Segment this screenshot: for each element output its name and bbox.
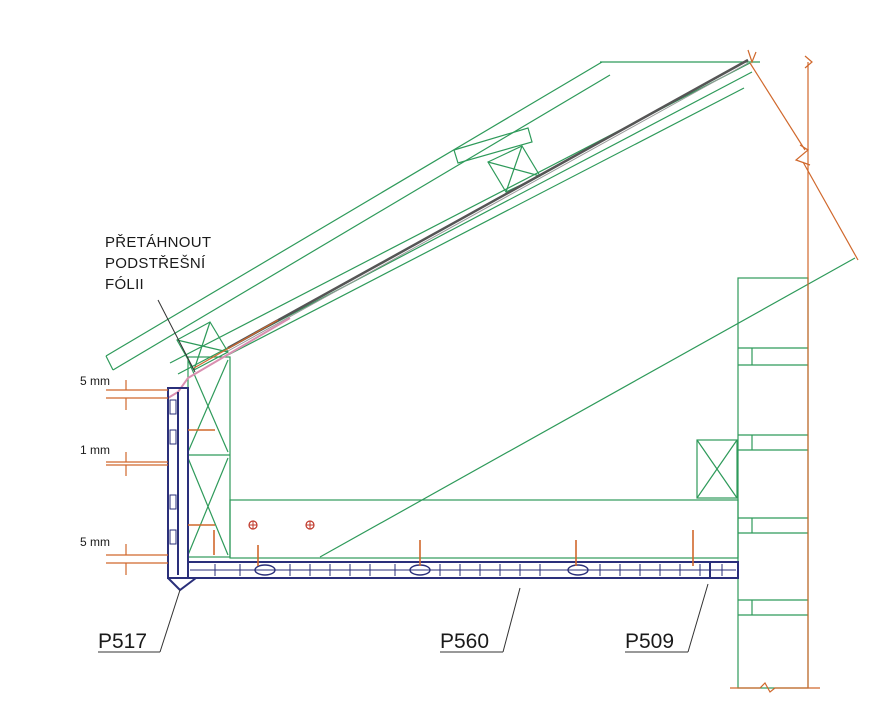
nail-symbol-1 <box>248 520 258 530</box>
stud-cross-1 <box>187 359 229 453</box>
nail-symbol-2 <box>305 520 315 530</box>
profile-label-p560: P560 <box>440 630 489 653</box>
roof-structure <box>105 61 856 689</box>
gap-dim-middle <box>106 452 168 476</box>
profile-p517 <box>167 387 197 592</box>
profile-label-p517: P517 <box>98 630 147 653</box>
dimension-lines <box>730 49 859 693</box>
note-line-3: FÓLII <box>105 276 144 293</box>
note-line-1: PŘETÁHNOUT <box>105 234 211 251</box>
profile-p560 <box>187 561 739 579</box>
membrane-note: PŘETÁHNOUT PODSTŘEŠNÍ FÓLII <box>105 234 211 293</box>
dim-label-middle: 1 mm <box>80 443 110 457</box>
leader-p560 <box>440 587 521 653</box>
profile-label-p509: P509 <box>625 630 674 653</box>
profile-p509 <box>709 561 739 579</box>
leader-p509 <box>625 583 709 653</box>
leader-p517 <box>98 589 181 653</box>
dim-label-top: 5 mm <box>80 374 110 388</box>
note-leader <box>157 299 196 373</box>
stud-cross-2 <box>187 457 229 556</box>
gap-dim-top <box>106 380 168 410</box>
wall-timber-cross <box>696 439 738 499</box>
dim-label-bottom: 5 mm <box>80 535 110 549</box>
fixing-screws <box>188 429 694 566</box>
roof-membrane <box>227 58 749 350</box>
gap-dim-bottom <box>106 544 168 575</box>
note-line-2: PODSTŘEŠNÍ <box>105 255 206 272</box>
membrane-overlap <box>167 317 291 425</box>
